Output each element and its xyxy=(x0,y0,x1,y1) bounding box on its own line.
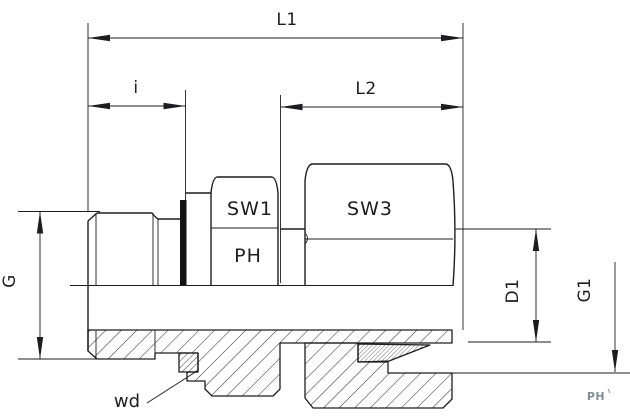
leader-line xyxy=(146,370,198,404)
arrowhead xyxy=(36,337,44,359)
part-labels: SW1 PH SW3 xyxy=(227,198,393,267)
section-view-bottom xyxy=(87,329,453,409)
cutting-ring-section xyxy=(357,343,431,363)
dimension-i: i xyxy=(88,78,186,200)
dimension-wd: wd xyxy=(114,370,198,412)
arrowhead xyxy=(532,229,540,251)
dim-label-d1: D1 xyxy=(503,279,523,304)
watermark-logo: PH xyxy=(587,390,605,403)
dim-label-wd: wd xyxy=(114,391,140,412)
dim-label-l1: L1 xyxy=(276,10,297,30)
thread-chamfer xyxy=(87,212,98,222)
dim-label-i: i xyxy=(133,78,138,98)
arrowhead xyxy=(88,34,110,42)
dimension-l2: L2 xyxy=(280,79,463,283)
dimension-l1: L1 xyxy=(87,10,464,330)
watermark-mark xyxy=(607,388,611,394)
dim-label-g1: G1 xyxy=(575,278,595,303)
dim-label-l2: L2 xyxy=(355,79,376,99)
dimension-g: G xyxy=(0,211,100,360)
part-label-sw3: SW3 xyxy=(347,198,393,220)
arrowhead xyxy=(280,103,303,111)
arrowhead xyxy=(88,102,110,110)
arrowhead xyxy=(36,211,44,234)
arrowhead xyxy=(611,350,619,372)
hex-sw3 xyxy=(304,163,456,287)
hex-sw1 xyxy=(210,176,279,286)
sealing-washer xyxy=(180,200,187,286)
part-label-ph: PH xyxy=(234,245,262,267)
watermark: PH xyxy=(587,388,611,403)
arrowhead xyxy=(532,320,540,342)
dimension-g1: G1 xyxy=(575,262,619,372)
arrowhead xyxy=(441,103,463,111)
external-view-top xyxy=(70,163,630,374)
part-label-sw1: SW1 xyxy=(227,198,273,220)
arrowhead xyxy=(163,102,186,110)
arrowhead xyxy=(441,34,463,42)
washer-section xyxy=(178,352,199,373)
dim-label-g: G xyxy=(0,274,20,288)
thread-crest xyxy=(97,212,180,220)
dimension-d1: D1 xyxy=(455,228,551,343)
